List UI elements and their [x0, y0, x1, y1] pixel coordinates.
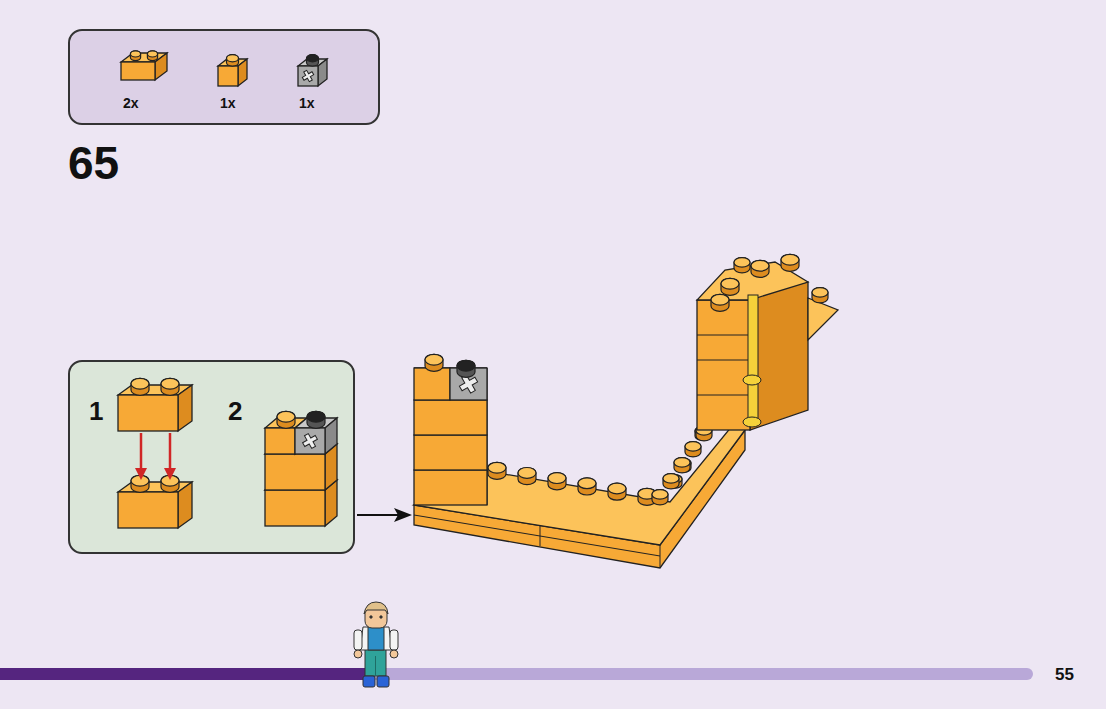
stud [131, 378, 149, 389]
step-number: 65 [68, 136, 119, 190]
stud [307, 55, 319, 66]
substep-number: 2 [228, 396, 242, 427]
stud [608, 483, 626, 500]
pointer-arrowhead [394, 508, 412, 522]
brick-part [295, 428, 325, 454]
wall [660, 545, 661, 568]
stud [751, 260, 769, 277]
substep-number: 1 [89, 396, 103, 427]
stud [307, 55, 319, 62]
stud [488, 462, 506, 473]
stud [227, 55, 239, 66]
brick-part [414, 400, 487, 435]
slope [808, 298, 838, 340]
tower [697, 360, 750, 361]
pointer-arrow [357, 514, 398, 516]
minifigure [354, 602, 398, 687]
stud [578, 478, 596, 489]
press-arrow [140, 433, 143, 468]
brick-part [414, 368, 450, 400]
stud [518, 468, 536, 479]
brick-part [118, 395, 178, 431]
stud [425, 354, 443, 371]
stud [751, 260, 769, 271]
stud [663, 474, 679, 489]
stud [425, 354, 443, 365]
stud [578, 478, 596, 495]
stud [457, 360, 475, 377]
stud [812, 288, 828, 303]
stud [721, 278, 739, 289]
clip [743, 375, 761, 385]
stud [734, 258, 750, 268]
stud [130, 51, 140, 57]
pillar-top [414, 368, 487, 378]
stud [674, 458, 690, 473]
stud [608, 483, 626, 494]
stud [488, 462, 506, 479]
stud [652, 490, 668, 500]
progress-fill [0, 668, 375, 680]
brick-part [265, 490, 325, 526]
page-number: 55 [1055, 665, 1074, 685]
part-count: 1x [299, 95, 315, 111]
stud [548, 473, 566, 490]
stud [147, 51, 157, 61]
brick-part [298, 66, 318, 86]
stud [457, 360, 475, 371]
tower [750, 282, 808, 430]
part-count: 1x [220, 95, 236, 111]
brick-part [414, 470, 487, 505]
brick-part [265, 454, 325, 490]
stud [685, 442, 701, 457]
part-count: 2x [123, 95, 139, 111]
stud [307, 411, 325, 422]
progress-bar [0, 668, 1033, 680]
tower [697, 300, 750, 430]
brick-part [414, 435, 487, 470]
stud [812, 288, 828, 298]
yellow-brick [748, 295, 758, 425]
wall [540, 525, 541, 546]
brick-part [118, 492, 178, 528]
stud [131, 378, 149, 395]
stud [685, 442, 701, 452]
axle-hole [300, 431, 320, 451]
press-arrow [169, 433, 172, 468]
stud [307, 411, 325, 428]
stud [277, 411, 295, 428]
stud [663, 474, 679, 484]
stud [781, 254, 799, 265]
stud [518, 468, 536, 485]
stud [781, 254, 799, 271]
tower [697, 335, 750, 336]
stud [721, 278, 739, 295]
stud [674, 458, 690, 468]
stud [130, 51, 140, 61]
stud [652, 490, 668, 505]
stud [227, 55, 239, 62]
stud [161, 378, 179, 389]
stud [734, 258, 750, 273]
stud [277, 411, 295, 422]
stud [161, 378, 179, 395]
brick-part [121, 62, 155, 80]
stud [711, 294, 729, 305]
stud [711, 294, 729, 311]
brick-part [218, 66, 238, 86]
clip [743, 417, 761, 427]
axle-hole [300, 68, 315, 83]
tower [697, 395, 750, 396]
stud [548, 473, 566, 484]
stud [147, 51, 157, 57]
brick-part [325, 418, 337, 454]
brick-part [265, 428, 295, 454]
